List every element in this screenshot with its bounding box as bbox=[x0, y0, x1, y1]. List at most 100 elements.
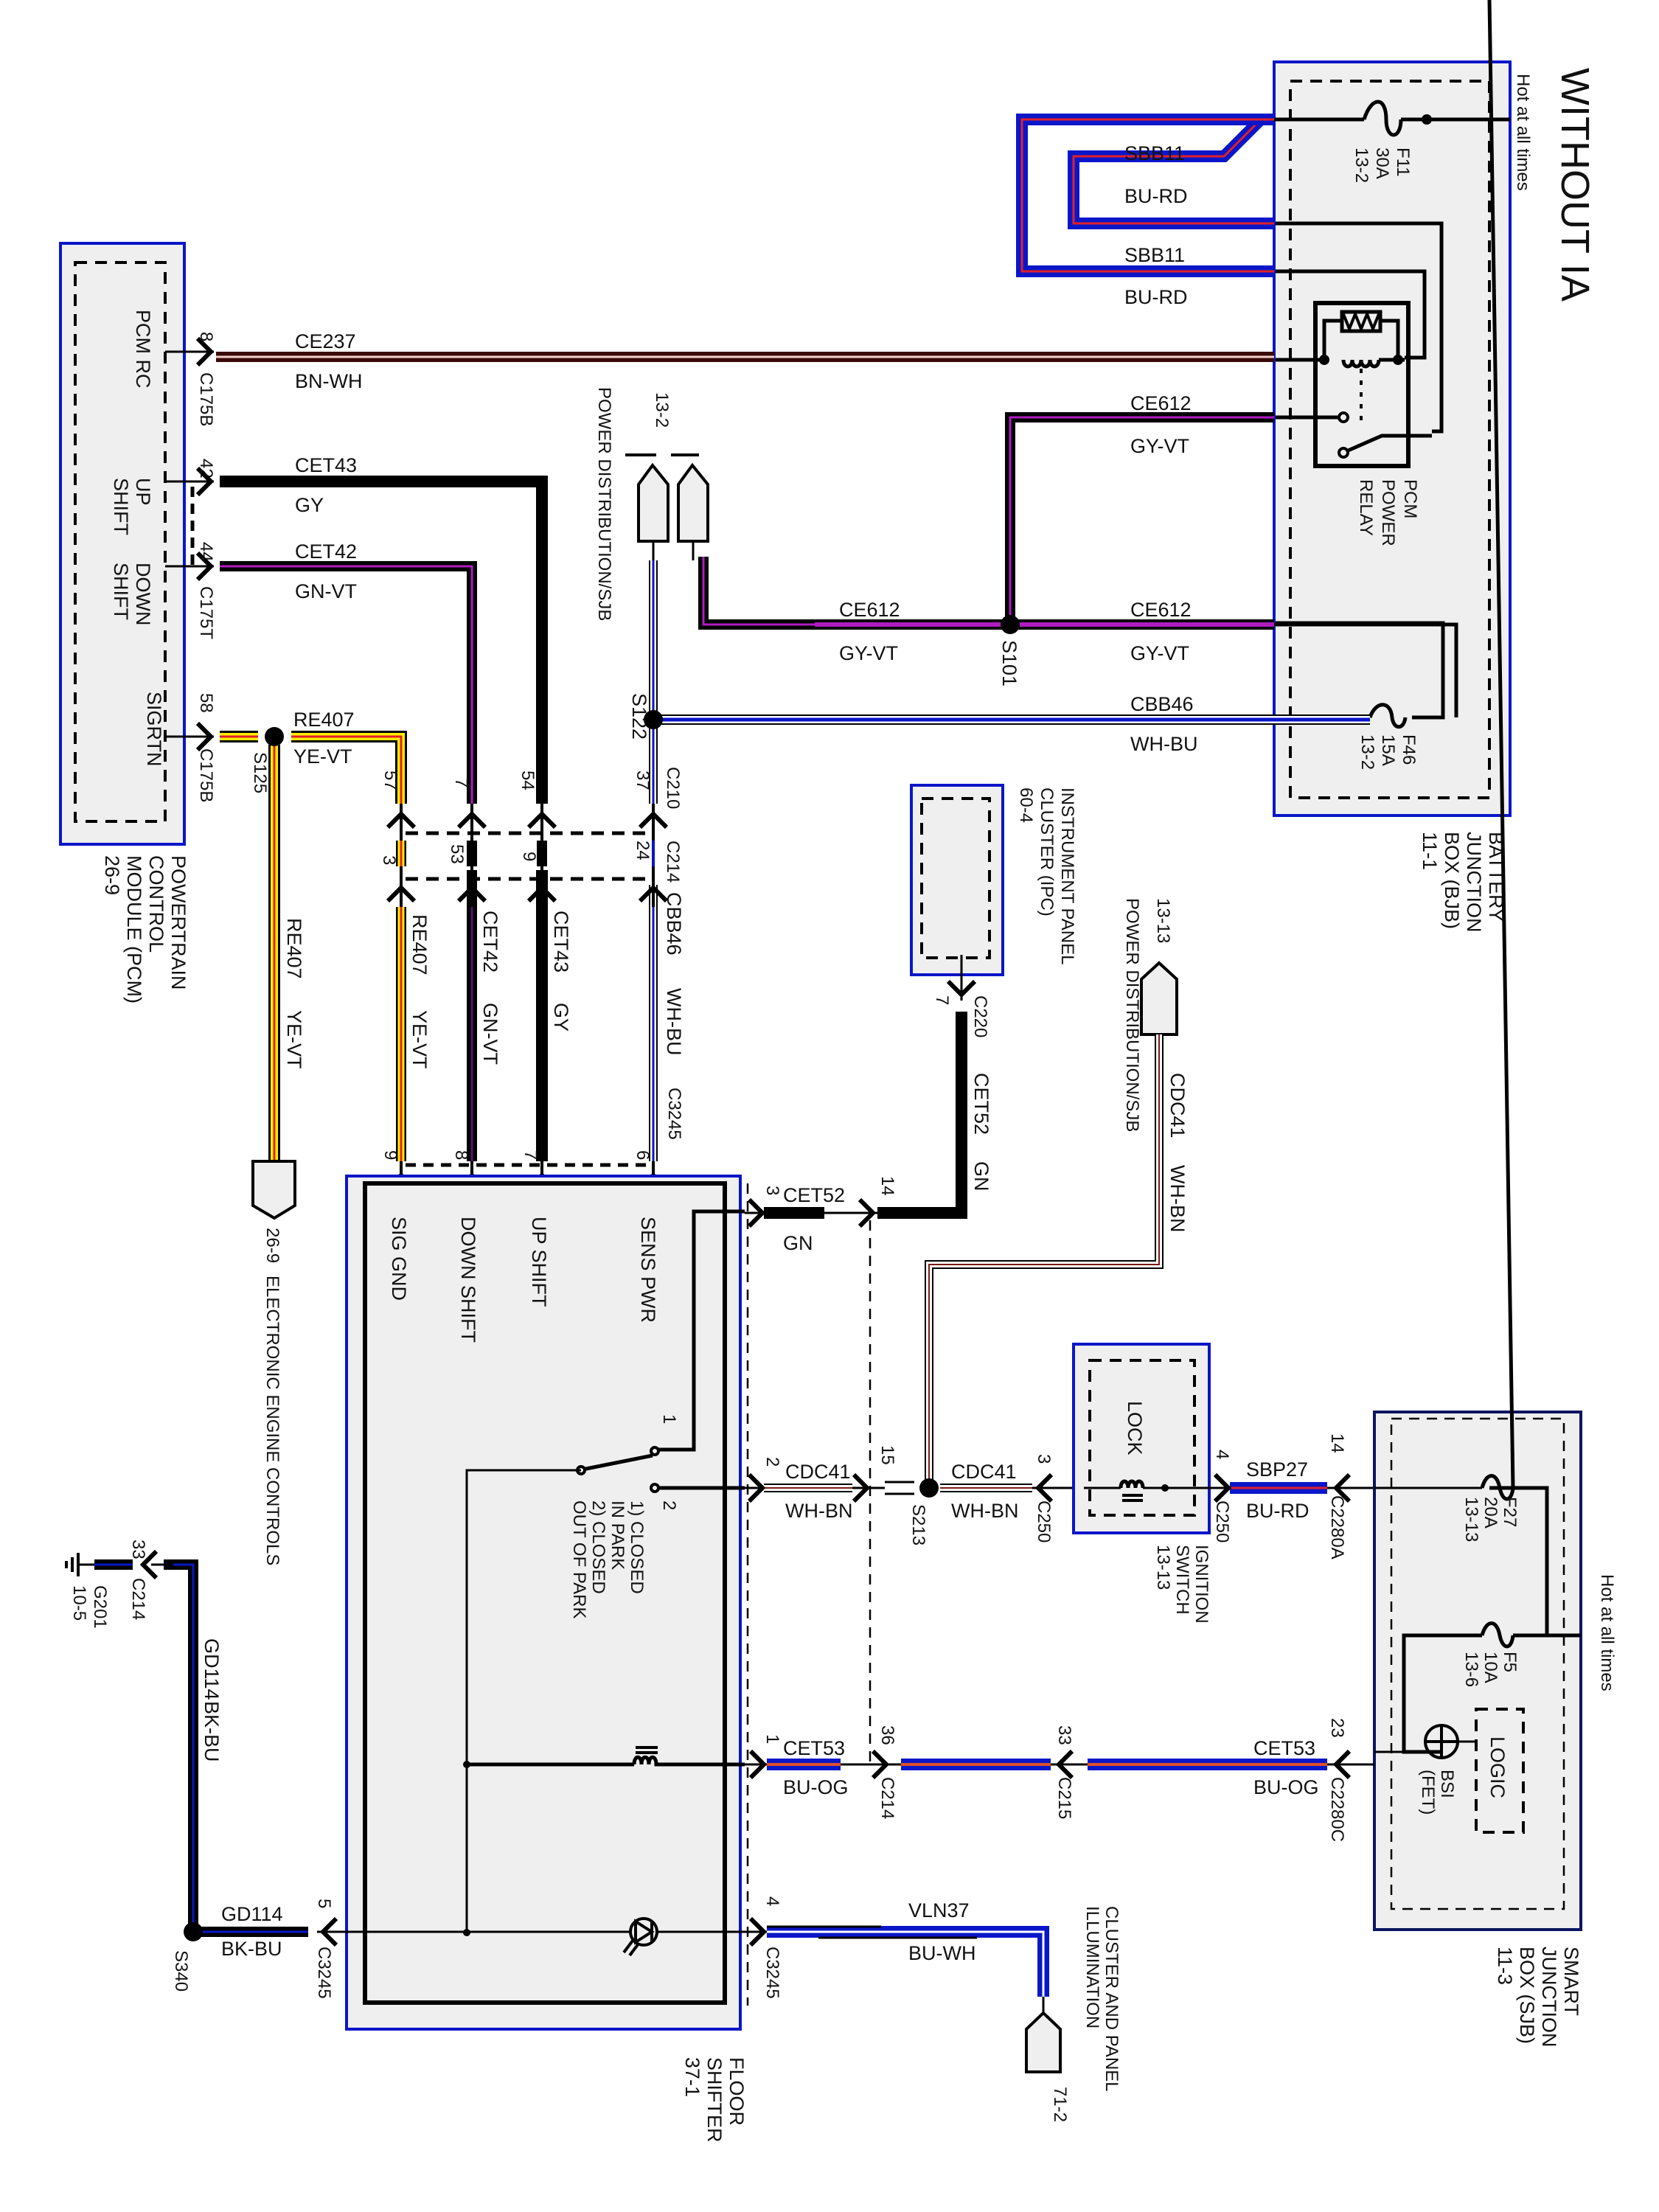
wires-cbb46-h-color-text: WH-BU bbox=[1130, 733, 1197, 755]
modules-ipc-connector-text: C220 bbox=[970, 995, 990, 1037]
modules-sjb-fuses-0-id-text: F27 bbox=[1500, 1497, 1520, 1527]
wires-re407-v-left-color-text: YE-VT bbox=[283, 1010, 305, 1069]
modules-pcm-pins-2-label-lines-0-text: DOWN bbox=[132, 563, 154, 625]
splice-s213-label: S213 bbox=[908, 1504, 928, 1545]
modules-floor-shifter-pin-labels-0-text: SIG GND bbox=[388, 1217, 410, 1301]
diagram-title: WITHOUT IA bbox=[1553, 68, 1597, 302]
path-mark bbox=[400, 866, 655, 907]
modules-sjb-bsi-lines-0-text: BSI bbox=[1437, 1770, 1457, 1798]
pcm-name: POWERTRAIN CONTROL MODULE (PCM) 26-9 bbox=[101, 855, 189, 1004]
references-pd-sjb-top-ref-text: 13-2 bbox=[652, 392, 672, 428]
wires-sbp27-circuit-text: SBP27 bbox=[1246, 1458, 1308, 1481]
modules-floor-shifter-name-lines-1-text: SHIFTER bbox=[703, 2057, 726, 2143]
modules-sjb-fuses-1-id-text: F5 bbox=[1500, 1652, 1520, 1672]
connectors-c250-left-id-text: C250 bbox=[1034, 1500, 1054, 1543]
ignition-switch: LOCK IGNITION SWITCH 13-13 bbox=[1072, 1343, 1211, 1624]
path-mark bbox=[251, 1160, 296, 1220]
bjb-hot-label: Hot at all times bbox=[1513, 74, 1533, 191]
wires-re407-v-right-circuit-text: RE407 bbox=[408, 914, 431, 975]
wires-ce237-circuit-text: CE237 bbox=[295, 330, 356, 352]
connectors-c2280c-id-text: C2280C bbox=[1327, 1777, 1347, 1842]
modules-floor-shifter-name-lines-2-text: 37-1 bbox=[681, 2057, 703, 2097]
wires-ce612-mid-right-color-text: GY-VT bbox=[1130, 642, 1189, 664]
wires-cet52-h-circuit-text: CET52 bbox=[783, 1184, 845, 1206]
path-mark bbox=[1345, 434, 1432, 453]
modules-pcm-name-lines-3-text: 26-9 bbox=[101, 855, 123, 895]
modules-pcm-pins-0-pin-text: 8 bbox=[196, 332, 216, 341]
wires-ce612-top-color-text: GY-VT bbox=[1130, 435, 1189, 457]
modules-floor-shifter-switch-pins-1-text: 2 bbox=[659, 1500, 679, 1510]
connectors-c250-right-id-text: C250 bbox=[1212, 1500, 1232, 1543]
circle-mark bbox=[1319, 355, 1329, 365]
connectors-c214-gnd-pin-text: 33 bbox=[128, 1540, 148, 1559]
wires-cbb46-h-circuit-text: CBB46 bbox=[1130, 693, 1194, 715]
path-mark bbox=[767, 1926, 1049, 1997]
wires-cet53-left-color-text: BU-OG bbox=[783, 1776, 849, 1798]
connectors-c214-cet53-id-text: C214 bbox=[877, 1777, 897, 1819]
connectors-c3245-top-id-text: C3245 bbox=[664, 1088, 684, 1140]
connectors-c210-pins-re407-text: 57 bbox=[380, 771, 400, 790]
wire-cbb46: S122 CBB46 WH-BU CBB46 WH-BU bbox=[628, 560, 1370, 1161]
modules-pcm-pins-1-label-lines-0-text: UP bbox=[132, 478, 154, 506]
path-mark bbox=[1009, 416, 1274, 625]
wires-cet42-v-color-text: GN-VT bbox=[479, 1003, 501, 1065]
modules-bjb-name-lines-2-text: BOX (BJB) bbox=[1441, 832, 1463, 929]
modules-sjb-logic-text: LOGIC bbox=[1486, 1736, 1509, 1798]
connectors-cdc41-mid-pin-text: 15 bbox=[877, 1445, 897, 1465]
wires-cet43-v-circuit-text: CET43 bbox=[550, 911, 572, 973]
modules-bjb-fuses-1-rating-text: 15A bbox=[1378, 734, 1398, 766]
path-mark bbox=[1425, 1725, 1458, 1758]
ground-icon bbox=[65, 1553, 80, 1576]
wires-cet52-h-color-text: GN bbox=[783, 1232, 813, 1254]
modules-floor-shifter-pin-labels-1-text: DOWN SHIFT bbox=[457, 1217, 479, 1343]
rect-mark bbox=[910, 784, 1004, 976]
ignition-switch-name: IGNITION SWITCH 13-13 bbox=[1153, 1545, 1211, 1624]
floor-shifter: SIG GND DOWN SHIFT UP SHIFT SENS PWR 1 2… bbox=[317, 1175, 748, 2143]
connectors-cet52-mid-pin-text: 14 bbox=[877, 1176, 897, 1196]
fuse-f27-label: F27 20A 13-13 bbox=[1461, 1497, 1520, 1542]
rect-mark bbox=[1088, 1359, 1196, 1517]
modules-floor-shifter-pin-labels-2-text: UP SHIFT bbox=[528, 1217, 550, 1307]
path-mark bbox=[465, 1469, 581, 1935]
modules-pcm-pins-1-label-lines-1-text: SHIFT bbox=[110, 478, 132, 535]
path-mark bbox=[164, 1563, 195, 1932]
modules-bjb-relay-lines-1-text: POWER bbox=[1378, 479, 1398, 546]
modules-bjb-name-lines-3-text: 11-1 bbox=[1419, 832, 1441, 870]
wires-cet53-right-circuit-text: CET53 bbox=[1253, 1737, 1315, 1759]
wire-gd114: S340 GD114 BK-BU GD114 BK-BU 5 C3245 33 … bbox=[65, 1540, 347, 1999]
connectors-c2280c-pin-text: 23 bbox=[1327, 1718, 1347, 1738]
battery-junction-box: Hot at all times F11 30A 13-2 bbox=[1261, 60, 1533, 933]
wire-cet43: CET43 GY CET43 GY bbox=[220, 454, 572, 1161]
references-eec-label-text: ELECTRONIC ENGINE CONTROLS bbox=[262, 1276, 282, 1565]
path-mark bbox=[582, 1453, 653, 1472]
wire-cet52: CET52 GN CET52 GN 3 14 bbox=[745, 1012, 992, 1254]
path-mark bbox=[400, 804, 655, 841]
modules-ipc-name-lines-1-text: CLUSTER (IPC) bbox=[1037, 787, 1057, 917]
circle-mark bbox=[1338, 411, 1349, 423]
wires-ce237-color-text: BN-WH bbox=[295, 370, 362, 392]
electronic-engine-controls-ref: 26-9 ELECTRONIC ENGINE CONTROLS bbox=[251, 1160, 296, 1565]
references-eec-ref-text: 26-9 bbox=[262, 1228, 282, 1263]
modules-bjb-fuses-0-ref-text: 13-2 bbox=[1352, 147, 1371, 183]
modules-sjb-name-lines-1-text: JUNCTION bbox=[1538, 1947, 1560, 2048]
connectors-c250-right-pin-text: 4 bbox=[1212, 1450, 1232, 1459]
connectors-c3245-top-pins-sig-gnd-text: 9 bbox=[380, 1150, 400, 1160]
modules-sjb-bsi-lines-1-text: (FET) bbox=[1418, 1770, 1438, 1815]
modules-ipc-pin-text: 7 bbox=[932, 995, 952, 1005]
wires-cdc41-right-color-text: WH-BN bbox=[951, 1500, 1018, 1522]
smart-junction-box: Hot at all times F27 20A 13-13 F5 10A 13… bbox=[1373, 0, 1617, 2048]
modules-sjb-fuses-1-ref-text: 13-6 bbox=[1461, 1652, 1481, 1687]
path-mark bbox=[677, 462, 709, 543]
wires-cbb46-v-color-text: WH-BU bbox=[663, 988, 685, 1055]
modules-pcm-name-lines-0-text: POWERTRAIN bbox=[167, 855, 189, 990]
path-mark bbox=[634, 1919, 655, 1945]
connector-c210-c214: 57 7 54 37 C210 3 53 9 24 C214 bbox=[379, 767, 683, 907]
power-distribution-ref-13-2: 13-2 POWER DISTRIBUTION/SJB bbox=[594, 387, 709, 621]
pcm-power-relay bbox=[1276, 301, 1432, 468]
path-mark bbox=[1020, 118, 1274, 273]
connectors-c215-pin-text: 33 bbox=[1054, 1725, 1074, 1745]
wire-re407: S125 RE407 YE-VT RE407 YE-VT RE407 YE-VT bbox=[220, 709, 431, 1161]
sjb-name: SMART JUNCTION BOX (SJB) 11-3 bbox=[1494, 1947, 1582, 2048]
instrument-panel-cluster: INSTRUMENT PANEL CLUSTER (IPC) 60-4 7 C2… bbox=[910, 784, 1077, 1037]
